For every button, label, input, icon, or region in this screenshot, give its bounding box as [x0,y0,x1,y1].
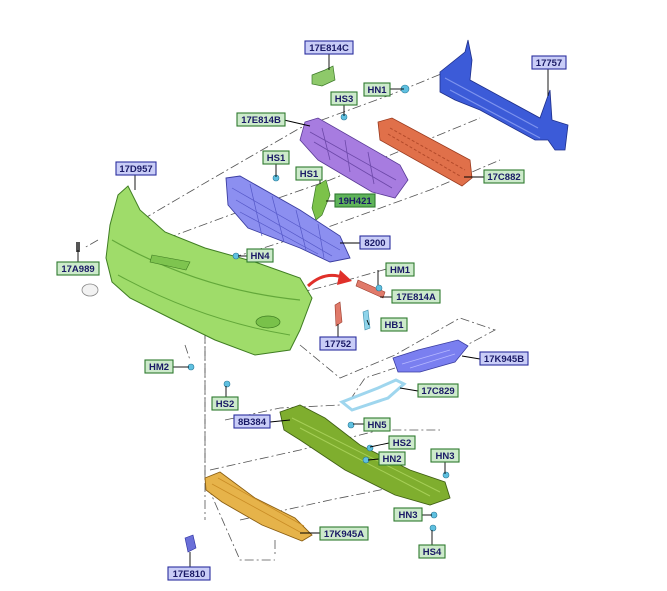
bumper-17D957 [105,185,313,356]
svg-text:17D957: 17D957 [119,164,152,175]
svg-text:HS2: HS2 [216,399,234,410]
label-8200[interactable]: 8200 [359,235,391,250]
svg-text:17752: 17752 [325,339,351,350]
svg-text:17E814B: 17E814B [241,115,281,126]
label-17K945A[interactable]: 17K945A [319,526,369,541]
bracket-17E810 [184,534,197,553]
svg-text:HN5: HN5 [367,420,387,431]
label-HS1-lower[interactable]: HS1 [295,166,323,181]
svg-text:17K945B: 17K945B [484,354,524,365]
svg-text:17C829: 17C829 [421,386,454,397]
svg-text:HS4: HS4 [423,547,442,558]
svg-text:8B384: 8B384 [238,417,267,428]
label-17E814C[interactable]: 17E814C [304,40,354,55]
label-17K945B[interactable]: 17K945B [479,351,529,366]
label-HN1[interactable]: HN1 [363,82,391,97]
label-17D957[interactable]: 17D957 [115,161,157,176]
lamp-bezel-17K945B [392,339,469,373]
trim-17C829 [339,378,407,412]
bracket-19H421 [311,179,331,221]
svg-text:HN3: HN3 [398,510,417,521]
upper-grille-17E814B [299,117,409,199]
svg-text:17E810: 17E810 [173,569,206,580]
label-HM1[interactable]: HM1 [385,262,415,277]
label-HS1-upper[interactable]: HS1 [262,150,290,165]
svg-text:HN4: HN4 [250,251,270,262]
label-HS2-left[interactable]: HS2 [211,396,239,411]
svg-text:17A989: 17A989 [61,264,94,275]
leader-lines [77,54,549,567]
bracket-17752 [334,301,343,327]
svg-text:HS1: HS1 [300,169,319,180]
svg-text:17757: 17757 [536,58,562,69]
label-HS3[interactable]: HS3 [330,91,358,106]
label-17757[interactable]: 17757 [531,55,567,70]
svg-text:17E814A: 17E814A [396,292,436,303]
label-HN2[interactable]: HN2 [378,451,406,466]
clip-HB1 [362,309,371,331]
label-17E810[interactable]: 17E810 [167,566,211,581]
arrow-indicator [306,270,352,288]
label-HS4[interactable]: HS4 [418,544,446,559]
label-HB1[interactable]: HB1 [380,317,408,332]
label-HN3-upper[interactable]: HN3 [430,448,460,463]
label-17C882[interactable]: 17C882 [483,169,525,184]
svg-text:HB1: HB1 [384,320,404,331]
svg-text:17K945A: 17K945A [324,529,364,540]
label-HN3-lower[interactable]: HN3 [393,507,423,522]
svg-text:HS1: HS1 [267,153,286,164]
svg-text:HS2: HS2 [393,438,411,449]
label-17752[interactable]: 17752 [319,336,357,351]
svg-text:17E814C: 17E814C [309,43,349,54]
label-17C829[interactable]: 17C829 [417,383,459,398]
svg-text:8200: 8200 [364,238,385,249]
grille-8200 [225,175,351,263]
label-8B384[interactable]: 8B384 [233,414,271,429]
label-19H421[interactable]: 19H421 [334,193,376,208]
label-17A989[interactable]: 17A989 [56,261,100,276]
svg-text:HS3: HS3 [335,94,353,105]
label-17E814B[interactable]: 17E814B [236,112,286,127]
label-17E814A[interactable]: 17E814A [391,289,441,304]
svg-text:HN1: HN1 [367,85,387,96]
fog-lamp-17A989 [76,242,99,297]
label-HN4[interactable]: HN4 [246,248,274,263]
label-HN5[interactable]: HN5 [363,417,391,432]
svg-text:HN2: HN2 [382,454,401,465]
beam-17757 [439,39,569,151]
absorber-17C882 [377,117,473,187]
svg-text:19H421: 19H421 [338,196,372,207]
svg-text:HN3: HN3 [435,451,454,462]
svg-text:17C882: 17C882 [487,172,520,183]
svg-text:HM1: HM1 [390,265,411,276]
bracket-17E814C [311,65,336,87]
svg-text:HM2: HM2 [149,362,169,373]
label-HM2[interactable]: HM2 [144,359,174,374]
label-HS2-right[interactable]: HS2 [388,435,416,450]
lower-grille-17K945A [204,471,313,542]
